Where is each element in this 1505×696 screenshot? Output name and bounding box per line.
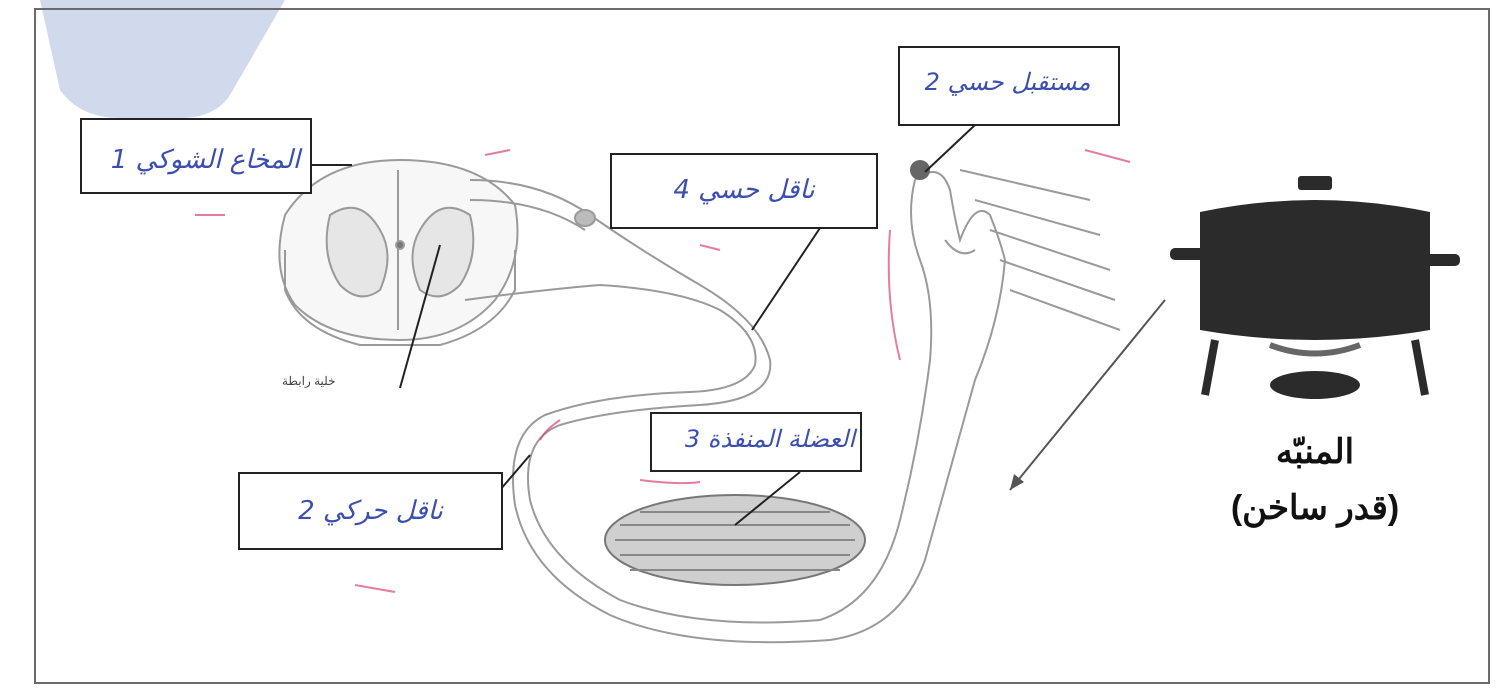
spinal-cord-label: المخاع الشوكي 1 bbox=[10, 145, 300, 175]
hot-pot-icon bbox=[1170, 176, 1460, 399]
effector-muscle-label: العضلة المنفذة 3 bbox=[600, 425, 855, 453]
motor-neuron-label: ناقل حركي 2 bbox=[248, 496, 493, 526]
connector-neuron-label: خلية رابطة bbox=[282, 374, 336, 388]
stimulus-subtitle: (قدر ساخن) bbox=[1195, 488, 1435, 528]
stimulus-title: المنبّه bbox=[1235, 432, 1395, 472]
muscle-icon bbox=[605, 495, 865, 585]
sensory-receptor-label: مستقبل حسي 2 bbox=[905, 68, 1110, 96]
sensory-neuron-label: ناقل حسي 4 bbox=[620, 175, 868, 205]
spinal-cord-section-icon bbox=[279, 160, 517, 345]
stimulus-arrow bbox=[1010, 300, 1165, 490]
